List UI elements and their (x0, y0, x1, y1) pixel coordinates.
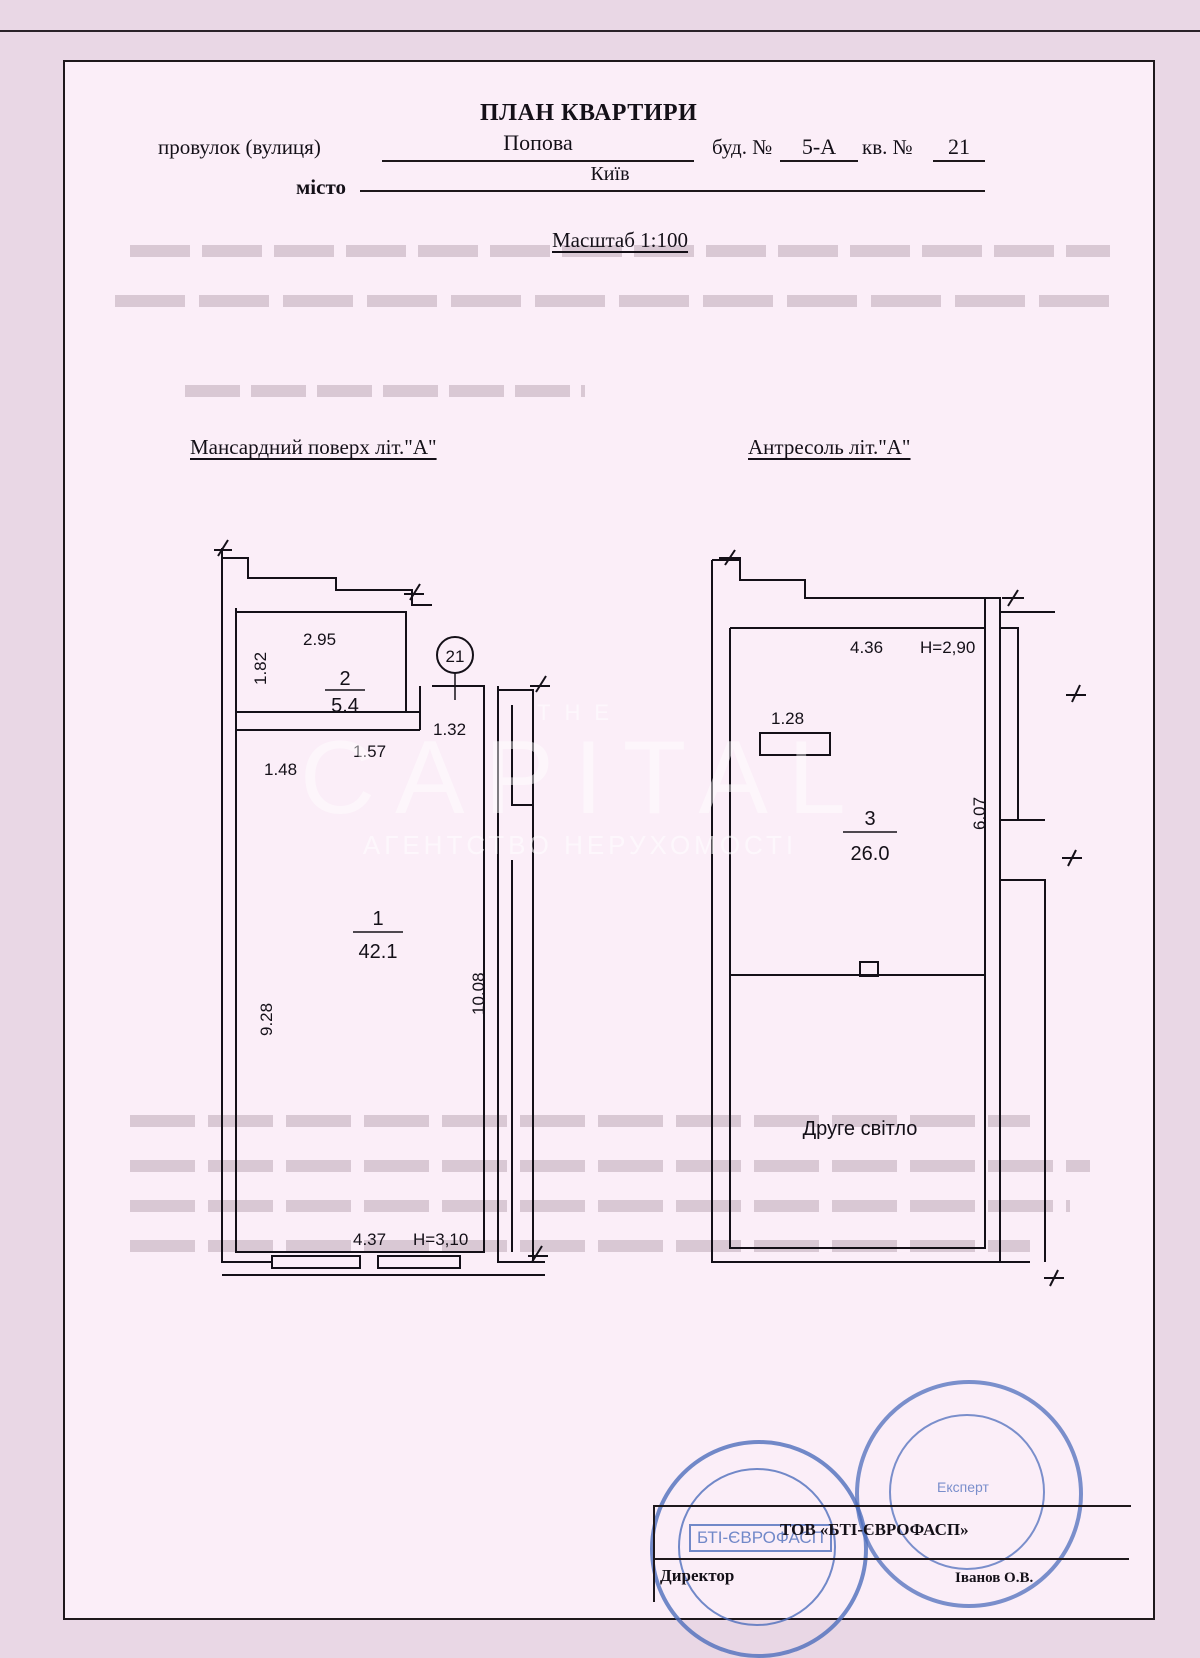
room-2-walls (235, 611, 407, 713)
left-outer-wall (221, 548, 272, 1263)
signature-box-divider (653, 1558, 1129, 1560)
dim-room1-width: 4.37 (353, 1230, 386, 1249)
top-border-line (0, 30, 1200, 32)
dim-room2-width: 2.95 (303, 630, 336, 649)
room-2-area: 5.4 (331, 695, 359, 717)
right-inner-wall (729, 598, 986, 1249)
company-seal-text: БТІ-ЄВРОФАСП (689, 1524, 832, 1552)
right-plan-title: Антресоль літ."А" (748, 435, 911, 459)
street-underline (382, 160, 694, 162)
dim-room1-length-left: 9.28 (257, 1003, 276, 1036)
dim-left-height: H=3,10 (413, 1230, 468, 1249)
dim-right-height: H=2,90 (920, 638, 975, 657)
room-3-area: 26.0 (851, 843, 890, 865)
mezzanine-element (759, 732, 831, 756)
street-value: Попова (503, 130, 573, 155)
apartment-underline (933, 160, 985, 162)
room-1-number: 1 (372, 908, 383, 930)
second-light-label: Друге світло (803, 1118, 918, 1140)
right-outer-wall (711, 560, 1030, 1263)
bleed-through-line (115, 295, 1115, 307)
dim-room1-length-right: 10.08 (469, 972, 488, 1015)
expert-seal-text: Експерт (937, 1479, 989, 1495)
bleed-through-line (130, 1160, 1090, 1172)
left-outer-wall-top (222, 557, 432, 606)
dim-room2-height: 1.82 (251, 652, 270, 685)
dim-door-width: 1.32 (433, 720, 466, 739)
bleed-through-line (130, 1200, 1070, 1212)
dim-mezz-width: 4.36 (850, 638, 883, 657)
city-underline (360, 190, 985, 192)
scale-label: Масштаб 1:100 (552, 228, 689, 252)
building-label: буд. № (712, 135, 773, 159)
dim-corridor-left: 1.48 (264, 760, 297, 779)
director-label: Директор (660, 1566, 735, 1585)
signer-name: Іванов О.В. (955, 1570, 1034, 1586)
dim-mezz-length: 6.07 (970, 797, 989, 830)
document-sheet (63, 60, 1155, 1620)
left-window (377, 1255, 461, 1269)
building-underline (780, 160, 858, 162)
street-label: провулок (вулиця) (158, 135, 321, 159)
room-3-number: 3 (864, 808, 875, 830)
dim-mezz-element: 1.28 (771, 709, 804, 728)
signature-box (653, 1505, 1131, 1602)
apartment-value: 21 (948, 134, 970, 159)
bleed-through-line (185, 385, 585, 397)
left-inner-wall (235, 608, 485, 1253)
bleed-through-line (130, 245, 1110, 257)
bleed-through-line (130, 1115, 1030, 1127)
left-plan-title: Мансардний поверх літ."А" (190, 435, 437, 459)
floor-plan-drawing: 21 2.95 1.82 1.32 1.48 1.57 9.28 10.08 4… (214, 539, 1086, 1287)
building-value: 5-А (801, 134, 837, 159)
left-right-wall (497, 686, 545, 1263)
apartment-label: кв. № (862, 135, 913, 159)
room-1-area: 42.1 (359, 941, 398, 963)
company-name: ТОВ «БТІ-ЄВРОФАСП» (780, 1520, 969, 1539)
left-window (271, 1255, 361, 1269)
city-label: місто (296, 175, 346, 199)
apartment-marker-number: 21 (446, 647, 465, 666)
city-value: Київ (590, 163, 630, 185)
dim-corridor-right: 1.57 (353, 742, 386, 761)
document-title: ПЛАН КВАРТИРИ (480, 100, 698, 126)
room-2-number: 2 (339, 668, 350, 690)
